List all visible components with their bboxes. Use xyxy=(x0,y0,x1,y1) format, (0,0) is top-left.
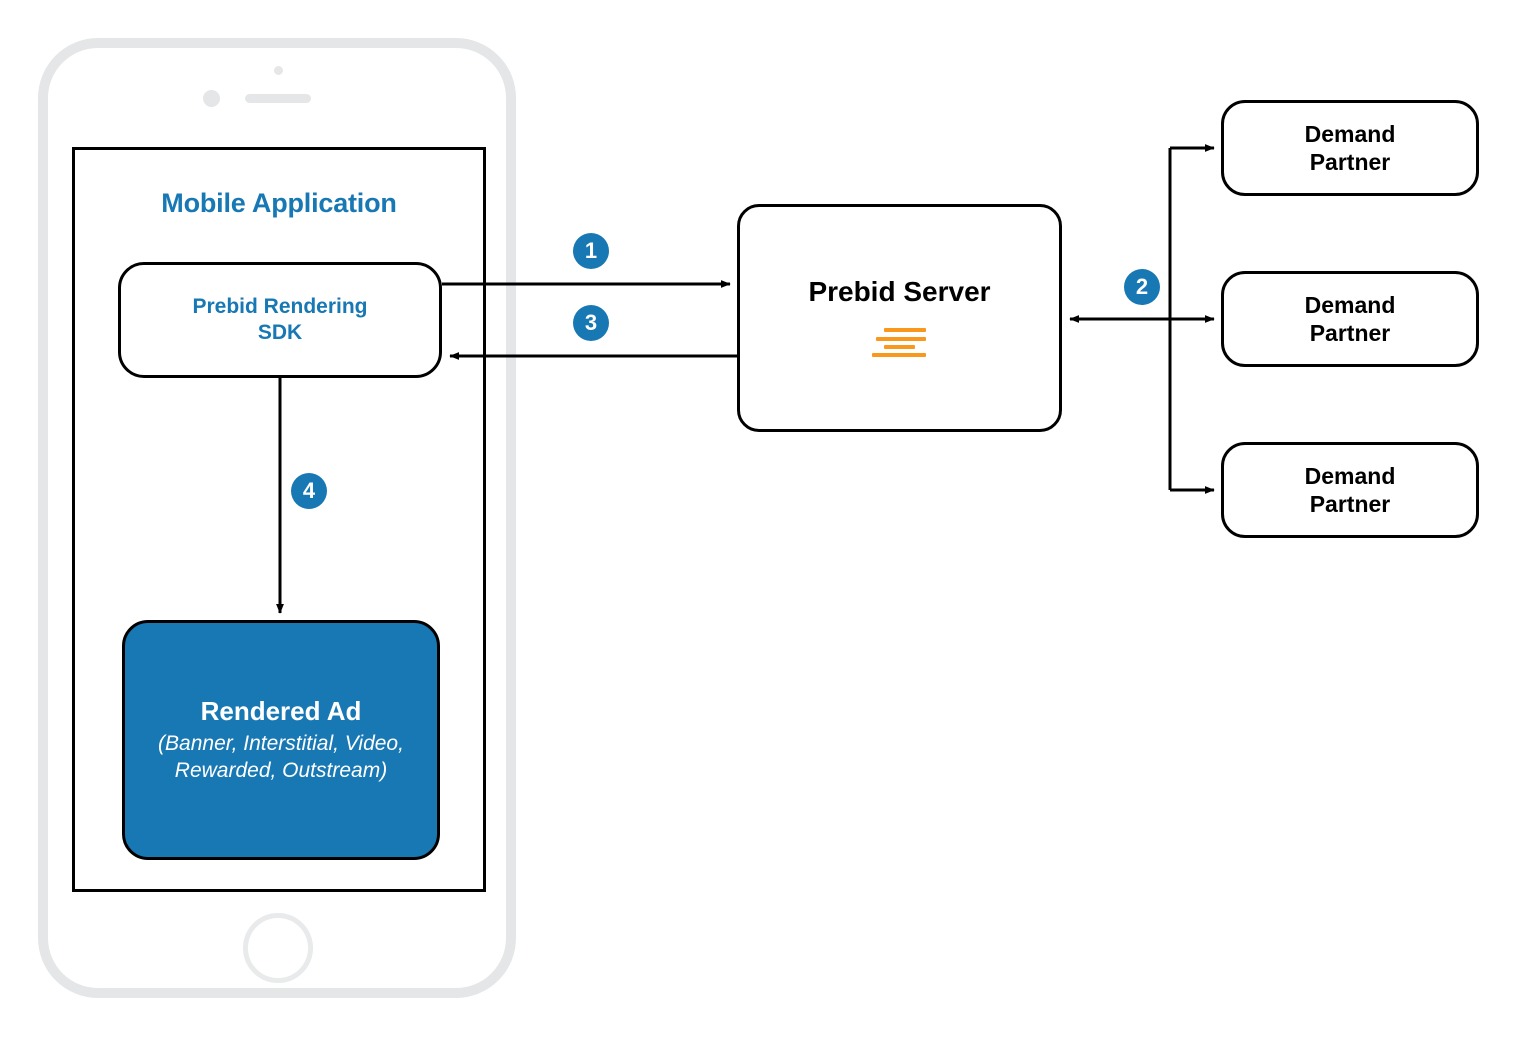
step-badge-2: 2 xyxy=(1124,269,1160,305)
sdk-label-line2: SDK xyxy=(257,321,303,344)
demand-partner-3-line1: Demand xyxy=(1304,462,1396,489)
demand-partner-1-line1: Demand xyxy=(1304,120,1396,147)
demand-partner-2-line1: Demand xyxy=(1304,291,1396,318)
prebid-rendering-sdk-node[interactable]: Prebid Rendering SDK xyxy=(118,262,442,378)
phone-home-button[interactable] xyxy=(243,913,313,983)
step-badge-3: 3 xyxy=(573,305,609,341)
rendered-ad-title: Rendered Ad xyxy=(200,696,362,727)
prebid-server-title: Prebid Server xyxy=(808,276,991,307)
phone-speaker-icon xyxy=(245,94,311,103)
demand-partner-node-2[interactable]: Demand Partner xyxy=(1221,271,1479,367)
demand-partner-node-1[interactable]: Demand Partner xyxy=(1221,100,1479,196)
sdk-label-line1: Prebid Rendering xyxy=(192,294,368,318)
step-badge-1: 1 xyxy=(573,233,609,269)
phone-sensor-icon xyxy=(274,66,283,75)
prebid-logo-icon xyxy=(871,326,928,360)
demand-partner-1-line2: Partner xyxy=(1309,149,1391,175)
demand-partner-node-3[interactable]: Demand Partner xyxy=(1221,442,1479,538)
rendered-ad-node[interactable]: Rendered Ad (Banner, Interstitial, Video… xyxy=(122,620,440,860)
phone-camera-icon xyxy=(203,90,220,107)
prebid-server-node[interactable]: Prebid Server xyxy=(737,204,1062,432)
demand-partner-2-line2: Partner xyxy=(1309,320,1391,346)
step-badge-4: 4 xyxy=(291,473,327,509)
mobile-application-label: Mobile Application xyxy=(161,188,397,218)
rendered-ad-subtitle: (Banner, Interstitial, Video, Rewarded, … xyxy=(158,731,404,782)
demand-partner-3-line2: Partner xyxy=(1309,491,1391,517)
